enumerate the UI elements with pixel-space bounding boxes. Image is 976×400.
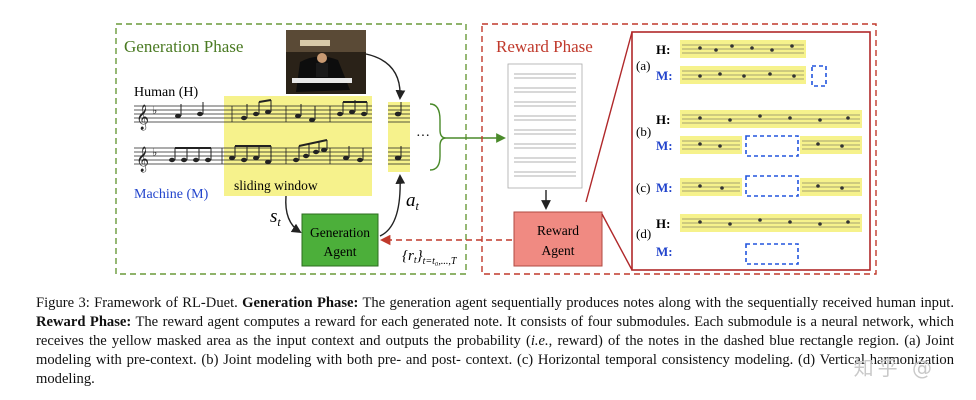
generation-phase-title: Generation Phase (124, 37, 243, 56)
reward-phase-frame (481, 23, 877, 275)
caption-lead: Figure 3: Framework of RL-Duet. (36, 295, 243, 311)
action-symbol: at (406, 190, 420, 213)
generation-agent-label-line2: Agent (324, 244, 357, 259)
submodule-c-row-m: M: (656, 180, 673, 195)
submodule-d-row-m: M: (656, 244, 673, 259)
submodule-a-row-m: M: (656, 68, 673, 83)
generation-agent-label-line1: Generation (310, 225, 370, 240)
zoom-line-top (585, 31, 633, 203)
svg-text:♭: ♭ (152, 147, 157, 159)
submodule-d-label: (d) (636, 226, 651, 241)
submodule-b-label: (b) (636, 124, 651, 139)
generation-agent-box (301, 213, 379, 267)
arrow-state-to-agent (285, 195, 302, 234)
piano-player-photo (286, 30, 366, 94)
submodule-a-label: (a) (636, 58, 650, 73)
submodule-b-row-h: H: (656, 112, 670, 127)
caption-reward-text-1: The reward agent computes a reward for e… (36, 314, 954, 349)
caption-reward-text-2: , reward) of the notes in the dashed blu… (36, 333, 955, 387)
submodule-a-row-h: H: (656, 42, 670, 57)
arrow-photo-to-step (365, 53, 406, 100)
reward-agent-label-line1: Reward (537, 223, 579, 238)
state-symbol: st (270, 206, 281, 229)
arrow-agent-to-action (379, 174, 406, 237)
figure-diagram: Generation Phase Human (H) 𝄞 ♭ (115, 23, 877, 275)
caption-generation-text: The generation agent sequentially produc… (358, 295, 954, 311)
zoom-line-bottom (601, 213, 633, 271)
caption-reward-heading: Reward Phase: (36, 314, 132, 330)
score-sheet-thumbnail (507, 63, 583, 189)
reward-agent-box (513, 211, 603, 267)
machine-label: Machine (M) (134, 187, 209, 202)
current-step-mask (388, 102, 410, 172)
svg-text:♭: ♭ (152, 105, 157, 117)
reward-agent-label-line2: Agent (542, 243, 575, 258)
reward-signal-symbol: {rt}t=t₀,...,T (402, 248, 458, 267)
submodule-mini-notes (698, 44, 850, 226)
continuation-ellipsis: ··· (416, 129, 430, 144)
submodule-d-row-h: H: (656, 216, 670, 231)
figure-caption: Figure 3: Framework of RL-Duet. Generati… (36, 294, 954, 389)
human-label: Human (H) (134, 85, 198, 100)
submodule-c-label: (c) (636, 180, 650, 195)
caption-ie: i.e. (530, 333, 549, 349)
brace (429, 103, 447, 171)
sliding-window-label: sliding window (234, 178, 318, 193)
svg-text:𝄞: 𝄞 (136, 146, 149, 172)
generation-phase-frame (115, 23, 467, 275)
caption-generation-heading: Generation Phase: (242, 295, 359, 311)
human-notes: 𝄞 ♭ (136, 99, 402, 130)
submodule-b-row-m: M: (656, 138, 673, 153)
reward-phase-title: Reward Phase (496, 37, 593, 56)
machine-notes: 𝄞 ♭ (136, 139, 402, 172)
watermark: 知乎 @ (853, 356, 936, 380)
svg-text:𝄞: 𝄞 (136, 104, 149, 130)
